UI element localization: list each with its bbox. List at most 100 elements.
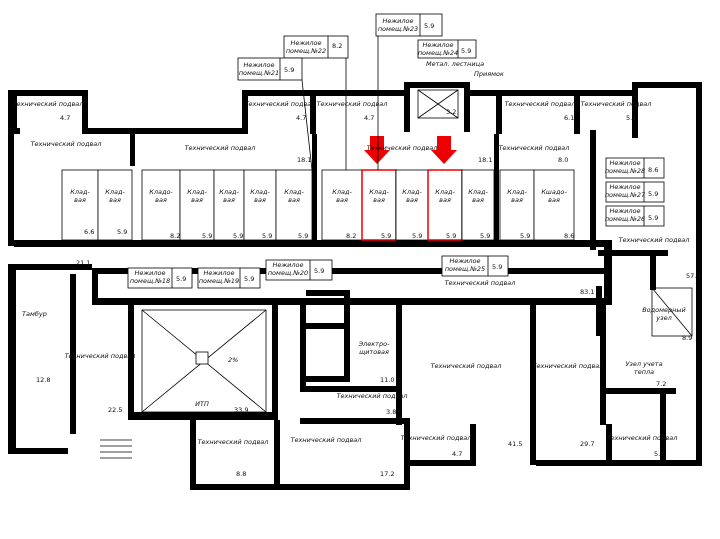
svg-text:83.1: 83.1 [580, 288, 594, 296]
area-value: 5.9 [202, 232, 212, 240]
svg-text:8.8: 8.8 [236, 470, 246, 478]
area-value: 22.5 [108, 406, 122, 414]
room-label: Технический подвал [198, 438, 269, 446]
storage-label: вая [191, 196, 203, 204]
area-value: 8.6 [564, 232, 574, 240]
storage-label: Клад- [332, 188, 352, 196]
svg-text:Технический подвал: Технический подвал [499, 144, 570, 152]
svg-text:Кшадо-вая: Кшадо-вая [541, 188, 567, 204]
svg-text:Технический подвал: Технический подвал [401, 434, 472, 442]
area-value: 17.2 [380, 470, 394, 478]
arrow-down-icon [364, 136, 390, 164]
svg-text:Клад-вая: Клад-вая [250, 188, 270, 204]
svg-text:Технический подвал: Технический подвал [317, 100, 388, 108]
area-value: 3.8 [386, 408, 396, 416]
area-value: 29.7 [580, 440, 594, 448]
area-value: 5.9 [233, 232, 243, 240]
svg-text:5.9: 5.9 [298, 232, 308, 240]
area-value: 8.2 [170, 232, 180, 240]
area-value: 8.8 [236, 470, 246, 478]
svg-text:7.2: 7.2 [656, 380, 666, 388]
storage-label: вая [109, 196, 121, 204]
storage-label: Клад- [468, 188, 488, 196]
svg-text:5.9: 5.9 [202, 232, 212, 240]
area-value: 57.3 [686, 272, 700, 280]
svg-text:12.8: 12.8 [36, 376, 50, 384]
area-value: 5.9 [117, 228, 127, 236]
svg-text:18.1: 18.1 [297, 156, 311, 164]
area-value: 4.7 [364, 114, 374, 122]
svg-text:5.9: 5.9 [492, 263, 502, 271]
svg-text:8.9: 8.9 [682, 334, 692, 342]
storage-label: Клад- [284, 188, 304, 196]
svg-text:Клад-вая: Клад-вая [332, 188, 352, 204]
area-value: 21.1 [76, 259, 90, 267]
storage-label: Клад- [369, 188, 389, 196]
room-label: Технический подвал [581, 100, 652, 108]
svg-text:8.2: 8.2 [332, 42, 342, 50]
metal-ladder-label: Метал. лестница [426, 60, 484, 68]
room-label: Технический подвал [401, 434, 472, 442]
area-value: 5.9 [520, 232, 530, 240]
svg-text:Технический подвал: Технический подвал [185, 144, 256, 152]
svg-text:Клад-вая: Клад-вая [70, 188, 90, 204]
area-value: 5.9 [262, 232, 272, 240]
storage-label: Клад- [507, 188, 527, 196]
storage-label: вая [548, 196, 560, 204]
svg-text:5.9: 5.9 [648, 190, 658, 198]
svg-text:Технический подвал: Технический подвал [198, 438, 269, 446]
svg-text:8.0: 8.0 [558, 156, 568, 164]
svg-text:5.1: 5.1 [626, 114, 636, 122]
area-value: 5.3 [654, 450, 664, 458]
area-value: 18.1 [297, 156, 311, 164]
svg-text:8.6: 8.6 [564, 232, 574, 240]
svg-text:5.9: 5.9 [176, 275, 186, 283]
svg-text:3.8: 3.8 [386, 408, 396, 416]
svg-text:5.9: 5.9 [381, 232, 391, 240]
storage-label: вая [439, 196, 451, 204]
water-meter-label: Водомерный [642, 306, 686, 314]
svg-text:21.1: 21.1 [76, 259, 90, 267]
svg-text:Технический подвал: Технический подвал [291, 436, 362, 444]
storage-label: Клад- [219, 188, 239, 196]
room-label: Технический подвал [607, 434, 678, 442]
svg-text:Технический подвал: Технический подвал [65, 352, 136, 360]
area-value: 5.1 [626, 114, 636, 122]
room-label: Технический подвал [291, 436, 362, 444]
svg-text:Клад-вая: Клад-вая [402, 188, 422, 204]
arrow-down-icon [431, 136, 457, 164]
area-value: 4.7 [452, 450, 462, 458]
svg-text:5.9: 5.9 [244, 275, 254, 283]
storage-label: вая [254, 196, 266, 204]
svg-text:6.6: 6.6 [84, 228, 94, 236]
slope-label: 2% [228, 356, 238, 364]
room-label: Технический подвал [505, 100, 576, 108]
area-value: 12.8 [36, 376, 50, 384]
svg-text:Технический подвал: Технический подвал [533, 362, 604, 370]
svg-text:5.9: 5.9 [648, 214, 658, 222]
storage-label: вая [155, 196, 167, 204]
room-label: Технический подвал [499, 144, 570, 152]
svg-text:Метал. лестница: Метал. лестница [426, 60, 484, 68]
vestibule-label: Тамбур [22, 310, 47, 318]
water-meter-label: узел [655, 314, 671, 322]
svg-text:5.9: 5.9 [461, 47, 471, 55]
svg-text:8.6: 8.6 [648, 166, 658, 174]
svg-text:5.9: 5.9 [412, 232, 422, 240]
storage-label: Кладо- [149, 188, 173, 196]
